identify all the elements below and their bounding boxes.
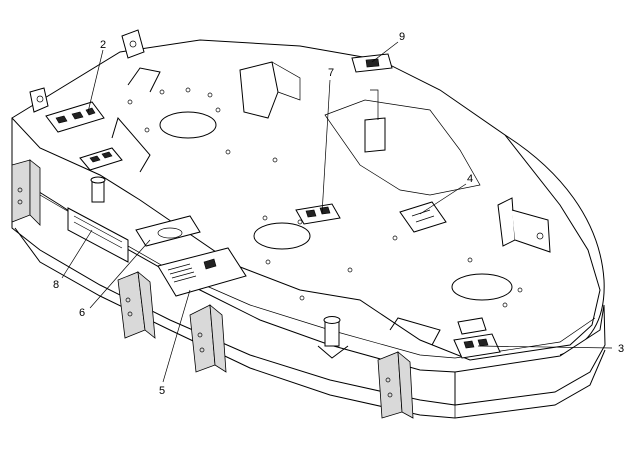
- skirt-brackets: [11, 159, 414, 419]
- callout-6: 6: [79, 307, 85, 319]
- decal-8: [67, 207, 129, 263]
- rear-flanges: [29, 29, 551, 253]
- decal-6: [135, 215, 201, 247]
- callout-5: 5: [159, 385, 165, 397]
- decal-9: [351, 53, 393, 73]
- decal-3: [453, 333, 501, 359]
- spindle-openings: [159, 111, 513, 301]
- callout-2: 2: [100, 39, 106, 51]
- callout-9: 9: [399, 31, 405, 43]
- decal-5: [157, 247, 247, 297]
- decal-2: [45, 101, 105, 133]
- handle-loops: [111, 67, 441, 346]
- callout-7: 7: [328, 67, 334, 79]
- belt-cover: [324, 89, 481, 196]
- callout-8: 8: [53, 279, 59, 291]
- decal-small-right: [457, 317, 487, 335]
- leader-lines: [61, 41, 613, 383]
- callout-3: 3: [618, 343, 624, 355]
- callouts: 2 9 7 4 8 6 5 3: [53, 31, 624, 397]
- mount-posts: [90, 176, 349, 359]
- callout-4: 4: [467, 173, 473, 185]
- decal-2b: [79, 147, 123, 171]
- mounting-holes: [127, 87, 523, 308]
- decal-7: [295, 203, 341, 225]
- decal-4: [399, 201, 447, 233]
